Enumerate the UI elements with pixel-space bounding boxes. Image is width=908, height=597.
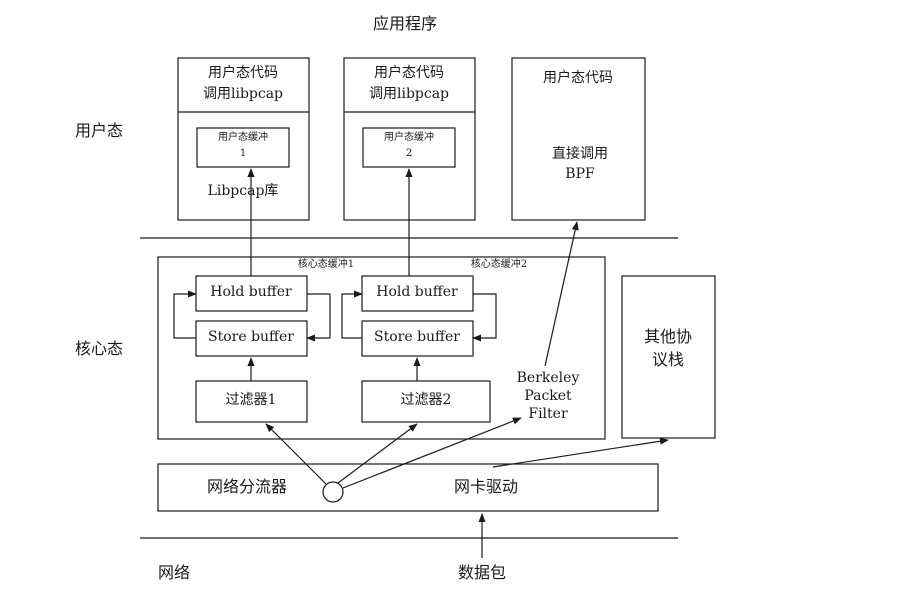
app2-code-line1: 用户态代码 [374, 65, 444, 81]
arrow-splitter-bpf [342, 417, 522, 489]
nic-driver-label: 网卡驱动 [453, 477, 519, 496]
hold-buffer-1-label: Hold buffer [210, 284, 292, 300]
kernel-buffer1-label: 核心态缓冲1 [297, 259, 355, 270]
arrow-bpf-app3 [544, 221, 579, 367]
swap-loop-2-left [341, 290, 363, 339]
kernel-buffer2-label: 核心态缓冲2 [470, 259, 528, 270]
kernel-region-box [157, 256, 606, 440]
filter-1-label: 过滤器1 [225, 392, 277, 408]
swap-loop-1-left [173, 290, 197, 339]
packets-label: 数据包 [457, 563, 507, 582]
swap-loop-1-right [306, 293, 331, 342]
store-buffer-2-label: Store buffer [374, 329, 460, 345]
app1-buffer-line2: 1 [239, 148, 247, 159]
splitter-node [322, 481, 344, 503]
other-stack-line1: 其他协 [643, 327, 693, 346]
app3-call-line1: 直接调用 [552, 146, 608, 162]
app3-box [511, 57, 646, 221]
hold-buffer-2-label: Hold buffer [376, 284, 458, 300]
swap-loop-2-right [472, 293, 497, 342]
arrow-splitter-filter2 [337, 423, 418, 484]
layer-label-kernel: 核心态 [75, 339, 124, 358]
layer-label-user: 用户态 [75, 121, 124, 140]
layer-label-network: 网络 [158, 563, 191, 582]
app2-buffer-line2: 2 [405, 148, 413, 159]
app2-user-buffer-box [362, 127, 456, 168]
bpf-label-line3: Filter [528, 406, 568, 422]
app3-code-label: 用户态代码 [543, 70, 613, 86]
app2-buffer-line1: 用户态缓冲 [384, 132, 434, 143]
app1-lib-label: Libpcap库 [207, 183, 279, 199]
app1-code-line2: 调用libpcap [202, 86, 284, 102]
filter-2-box [361, 380, 491, 423]
driver-bar-box [157, 463, 659, 512]
app1-box [177, 57, 310, 221]
filter-2-label: 过滤器2 [400, 392, 452, 408]
app2-code-line2: 调用libpcap [368, 86, 450, 102]
store-buffer-1-label: Store buffer [208, 329, 294, 345]
app1-buffer-line1: 用户态缓冲 [218, 132, 268, 143]
diagram-title: 应用程序 [372, 14, 438, 33]
splitter-label: 网络分流器 [206, 477, 288, 496]
app1-code-line1: 用户态代码 [208, 65, 278, 81]
arrow-nic-other-stack [492, 437, 669, 468]
bpf-label-line2: Packet [524, 388, 572, 404]
arrow-splitter-filter1 [265, 423, 327, 485]
other-stack-line2: 议栈 [651, 350, 685, 369]
bpf-label-line1: Berkeley [516, 370, 580, 386]
app3-call-line2: BPF [565, 166, 595, 182]
app1-user-buffer-box [196, 127, 290, 168]
